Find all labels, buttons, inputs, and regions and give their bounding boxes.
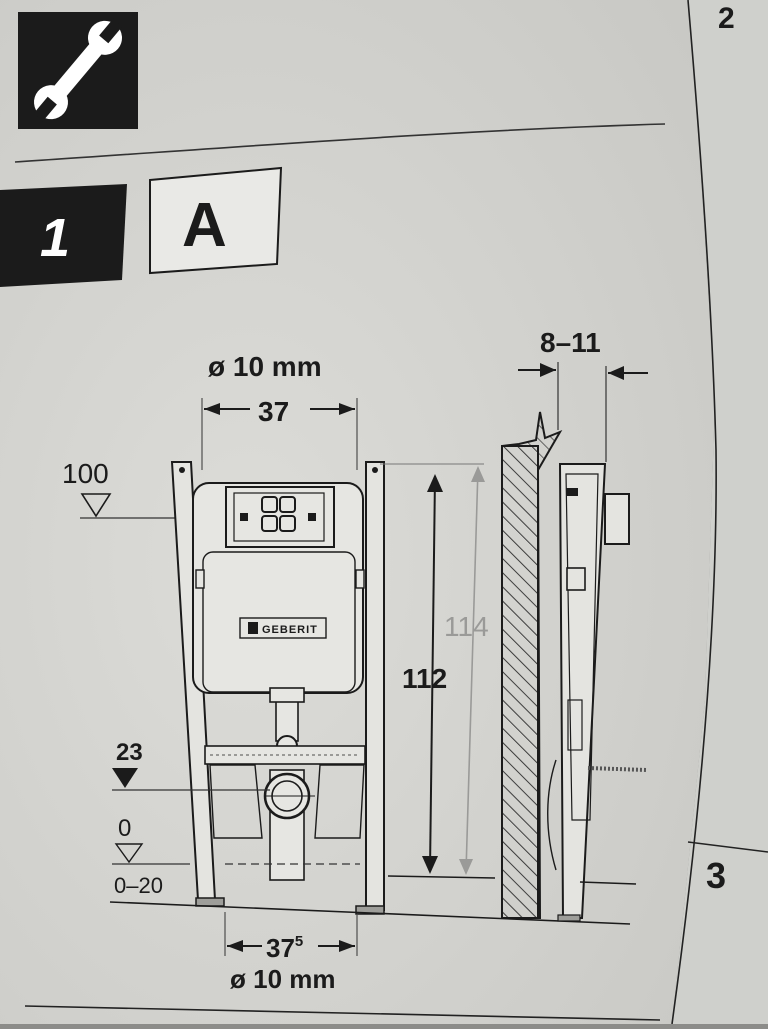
step-number: 1 (40, 208, 70, 268)
top-diameter-label: ø 10 mm (208, 351, 322, 382)
wrench-icon (18, 12, 138, 129)
level-23-marker (112, 768, 138, 788)
variant-label: A (182, 191, 227, 260)
page-number-bottom: 3 (706, 855, 726, 896)
frame-right-leg (365, 461, 385, 911)
next-page-strip (672, 0, 768, 1024)
height-114-label: 114 (444, 611, 489, 642)
front-view: ø 10 mm 37 100 (62, 351, 631, 994)
bottom-diameter-label: ø 10 mm (230, 964, 336, 994)
level-100-marker (80, 493, 112, 518)
flush-plate (604, 493, 630, 545)
brand-name: GEBERIT (262, 624, 318, 636)
side-view: 8–11 (501, 327, 648, 922)
bottom-width-sup: 5 (295, 933, 303, 950)
variant-box (149, 166, 283, 275)
level-23-label: 23 (116, 739, 143, 766)
wall-gap-label: 8–11 (540, 327, 601, 358)
level-range-label: 0–20 (114, 873, 163, 898)
height-112-label: 112 (402, 663, 447, 694)
top-width-label: 37 (258, 396, 289, 427)
step-number-block (0, 184, 127, 287)
page-number-top: 2 (718, 2, 735, 35)
bottom-width-label: 375 (266, 933, 303, 963)
brand-plate (239, 617, 327, 639)
level-100-label: 100 (62, 458, 109, 489)
level-0-marker (114, 843, 144, 864)
actuator-grid (261, 496, 296, 532)
level-0-label: 0 (118, 815, 131, 842)
